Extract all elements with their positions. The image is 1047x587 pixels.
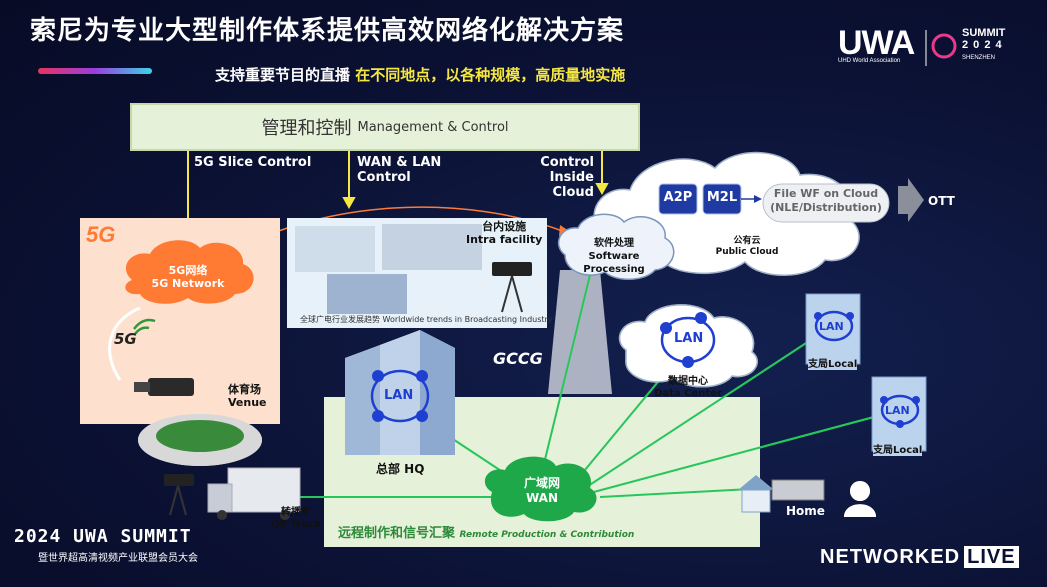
remote-production-label: 远程制作和信号汇聚 Remote Production & Contributi… bbox=[338, 526, 635, 541]
ott-arrow bbox=[898, 178, 924, 222]
intra-caption: 全球广电行业发展趋势 Worldwide trends in Broadcast… bbox=[300, 315, 553, 324]
server-room-image bbox=[327, 274, 407, 314]
5g-label: 5G bbox=[86, 222, 116, 247]
summit-footer-subtitle: 暨世界超高清视频产业联盟会员大会 bbox=[38, 553, 198, 564]
m2l-label: M2L bbox=[706, 190, 738, 205]
user-avatar-icon bbox=[844, 481, 876, 517]
summit-logo: SUMMIT 2 0 2 4 SHENZHEN bbox=[962, 27, 1006, 62]
uwa-logo-subtitle: UHD World Association bbox=[838, 58, 901, 64]
page-subtitle: 支持重要节目的直播 在不同地点，以各种规模，高质量地实施 bbox=[215, 64, 625, 85]
a2p-box bbox=[658, 183, 698, 215]
subtitle-lead: 支持重要节目的直播 bbox=[215, 66, 351, 84]
slice-control-label: 5G Slice Control bbox=[194, 155, 312, 170]
home-label: Home bbox=[786, 504, 825, 518]
branch-2-label: 支局Local bbox=[873, 441, 923, 456]
management-cn: 管理和控制 bbox=[261, 118, 352, 139]
gccg-label: GCCG bbox=[493, 349, 543, 368]
control-room-image bbox=[382, 224, 482, 270]
management-en: Management & Control bbox=[357, 119, 509, 135]
software-cloud bbox=[557, 213, 675, 280]
hq-lan-label: LAN bbox=[384, 388, 414, 403]
a2p-label: A2P bbox=[663, 190, 693, 205]
branch-1-label: 支局Local bbox=[808, 355, 858, 370]
datacenter-lan-label: LAN bbox=[674, 331, 704, 346]
branch-2-lan-label: LAN bbox=[885, 404, 910, 417]
5g-badge: 5G bbox=[114, 330, 137, 348]
management-control-box: 管理和控制 Management & Control bbox=[130, 103, 640, 151]
summit-logo-icon bbox=[931, 33, 957, 59]
gccg-column bbox=[548, 270, 612, 394]
file-wf-box bbox=[762, 183, 890, 223]
file-wf-label: File WF on Cloud(NLE/Distribution) bbox=[770, 187, 882, 214]
uwa-logo: UWA bbox=[838, 24, 915, 62]
summit-footer-logo: 2024 UWA SUMMIT bbox=[14, 526, 192, 547]
page-title: 索尼为专业大型制作体系提供高效网络化解决方案 bbox=[30, 16, 625, 46]
hq-label: 总部 HQ bbox=[376, 462, 425, 476]
ott-label: OTT bbox=[928, 194, 955, 208]
subtitle-highlight: 在不同地点，以各种规模，高质量地实施 bbox=[355, 66, 626, 84]
router-icon bbox=[771, 479, 825, 501]
obtruck-camera-icon bbox=[164, 474, 194, 516]
branch-1-lan-label: LAN bbox=[819, 320, 844, 333]
accent-bar bbox=[38, 68, 152, 74]
studio-image bbox=[295, 226, 375, 272]
